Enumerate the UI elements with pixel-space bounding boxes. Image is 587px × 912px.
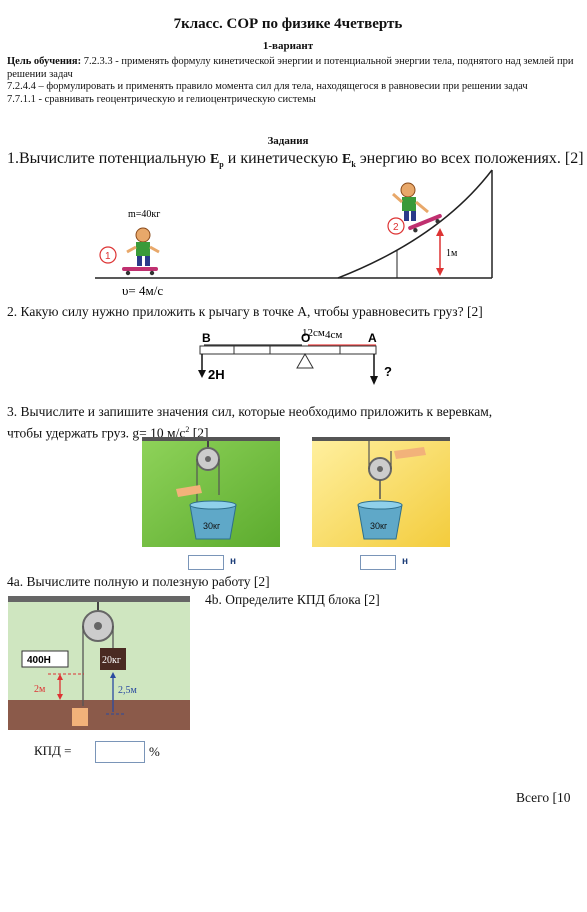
q4-h2-label: 2,5м xyxy=(118,685,138,696)
question-2: 2. Какую силу нужно приложить к рычагу в… xyxy=(7,304,483,319)
q4-mass-label: 20кг xyxy=(102,655,121,666)
question-1: 1.Вычислите потенциальную Ep и кинетичес… xyxy=(7,150,584,169)
question-4a: 4а. Вычислите полную и полезную работу [… xyxy=(7,574,270,589)
q3-unit-2: н xyxy=(402,556,409,567)
lever-fulcrum xyxy=(296,352,314,369)
q1-text-b: и кинетическую xyxy=(223,150,343,167)
load-box xyxy=(100,648,126,670)
lever-dist-oa: 4см xyxy=(325,329,342,341)
speed-label: υ= 4м/с xyxy=(122,283,163,298)
lever-dist-bo: 12см xyxy=(302,327,325,339)
q1-text-c: энергию во всех положениях. [2] xyxy=(355,150,584,167)
q4-h1-label: 2м xyxy=(34,684,46,695)
position-1-marker xyxy=(99,246,117,264)
ek-symbol: Ek xyxy=(342,152,356,169)
skater-1-figure xyxy=(122,227,160,276)
lever-figure: B 12см O 4см A 2Н ? xyxy=(198,327,392,385)
document-title: 7класс. СОР по физике 4четверть xyxy=(173,16,403,32)
lever-point-b: B xyxy=(202,331,211,345)
kpd-unit: % xyxy=(149,744,160,759)
kpd-label: КПД = xyxy=(34,743,72,758)
lever-force-b: 2Н xyxy=(208,367,225,382)
q3-line-2: чтобы удержать груз. g= 10 м/с xyxy=(7,425,186,441)
question-3: 3. Вычислите и запишите значения сил, ко… xyxy=(7,403,587,443)
q1-text-a: Вычислите потенциальную xyxy=(19,150,210,167)
position-1-label: 1 xyxy=(105,251,111,262)
variant-label: 1-вариант xyxy=(262,40,314,52)
q3-answer-field-1[interactable] xyxy=(188,555,224,570)
lever-point-a: A xyxy=(368,331,377,345)
q4-figure: 20кг 400Н 2м 2,5м xyxy=(8,596,190,730)
lever-point-o: O xyxy=(301,331,310,345)
lever-force-a: ? xyxy=(384,364,392,379)
height-arrow xyxy=(436,228,444,276)
objective-2: 7.2.4.4 – формулировать и применять прав… xyxy=(7,81,528,93)
tasks-heading: Задания xyxy=(267,135,309,147)
objectives-label: Цель обучения: xyxy=(7,56,82,67)
learning-objectives: Цель обучения: 7.2.3.3 - применять форму… xyxy=(7,56,587,106)
mass-label: m=40кг xyxy=(128,209,160,220)
q1-number: 1. xyxy=(7,150,19,167)
load-1-label: 30кг xyxy=(203,521,221,531)
q3-answer-field-2[interactable] xyxy=(360,555,396,570)
q3-figures: 30кг 30кг xyxy=(142,437,450,547)
ep-symbol: Ep xyxy=(209,152,224,169)
height-label: 1м xyxy=(446,248,458,259)
skater-2-figure xyxy=(392,182,442,233)
position-2-label: 2 xyxy=(393,222,399,233)
position-2-marker xyxy=(387,217,405,235)
q3-line-1: 3. Вычислите и запишите значения сил, ко… xyxy=(7,404,493,419)
q1-figure: 1м 1 m=40кг 2 υ= 4м/с xyxy=(95,169,493,298)
kpd-input-field[interactable] xyxy=(95,741,145,763)
q4-force-label: 400Н xyxy=(27,655,51,666)
objective-3: 7.7.1.1 - сравнивать геоцентрическую и г… xyxy=(7,93,316,105)
load-2-label: 30кг xyxy=(370,521,388,531)
objective-1: 7.2.3.3 - применять формулу кинетической… xyxy=(7,56,574,80)
q3-points: [2] xyxy=(189,425,209,441)
q3-sup: 2 xyxy=(185,425,190,434)
total-score: Всего [10 xyxy=(516,790,571,805)
question-4b: 4b. Определите КПД блока [2] xyxy=(205,592,380,607)
q4-hand xyxy=(72,708,88,726)
q3-unit-1: н xyxy=(230,556,237,567)
